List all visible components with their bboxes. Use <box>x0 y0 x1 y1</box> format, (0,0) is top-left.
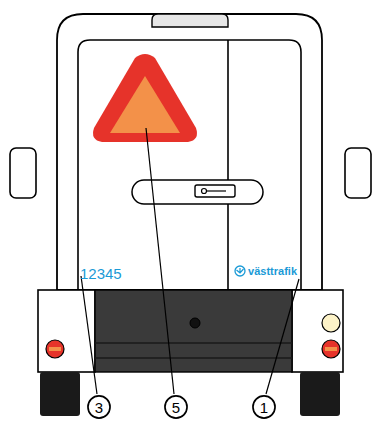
right-mirror <box>345 148 371 198</box>
roof-light <box>152 14 228 27</box>
leader-line <box>81 276 97 394</box>
mud-flap <box>300 372 340 416</box>
callout-circle: 5 <box>164 395 188 419</box>
left-lamp-housing <box>38 290 95 372</box>
vehicle-number: 12345 <box>80 266 122 281</box>
rear-lamp <box>322 340 340 358</box>
warning-triangle-centre <box>110 76 180 133</box>
right-lamp-housing <box>292 290 343 372</box>
operator-logo: västtrafik <box>234 265 297 277</box>
door-lock <box>195 185 235 197</box>
callout-number: 3 <box>95 400 103 415</box>
rear-lamp <box>46 340 64 358</box>
callout-circle: 1 <box>252 395 276 419</box>
reverse-lamp <box>322 314 340 332</box>
door-split <box>227 40 229 290</box>
rear-bumper <box>95 290 292 372</box>
operator-logo: västtrafik <box>248 266 297 277</box>
warning-triangle <box>93 54 197 142</box>
logo-icon <box>234 265 246 277</box>
callout-number: 5 <box>172 400 180 415</box>
tow-point <box>190 318 200 328</box>
left-mirror <box>10 148 36 198</box>
callout-circle: 3 <box>87 395 111 419</box>
rear-doors <box>78 40 301 290</box>
van-body <box>57 14 322 290</box>
leader-line <box>266 279 299 394</box>
leader-line <box>146 128 174 394</box>
callout-number: 1 <box>260 400 268 415</box>
vehicle-number: 12345 <box>80 266 122 281</box>
mud-flap <box>40 372 80 416</box>
